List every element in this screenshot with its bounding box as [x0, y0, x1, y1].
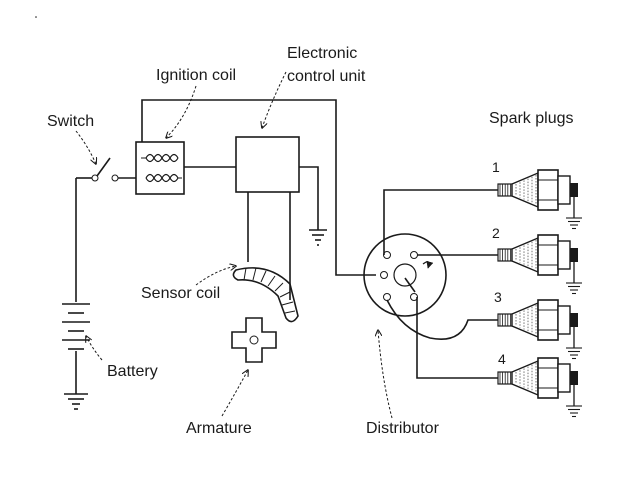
armature-label: Armature: [186, 420, 252, 437]
sensor-coil: [232, 267, 299, 323]
ignition-coil: [135, 141, 185, 195]
distributor-cap: [363, 233, 447, 317]
plug-wire-4: [416, 297, 498, 379]
spark-plug-4: [497, 357, 582, 418]
battery-label: Battery: [107, 363, 158, 380]
battery-pointer: [86, 336, 103, 361]
distributor-pointer: [378, 330, 393, 419]
distributor-label: Distributor: [366, 420, 440, 437]
ignition-coil-pointer: [166, 85, 197, 138]
ecu-label-line2: control unit: [287, 68, 366, 85]
spark-plug-3: [497, 299, 582, 360]
spark-plug-2: [497, 234, 582, 295]
plug-wire-1: [383, 189, 498, 255]
electronic-control-unit: [235, 136, 300, 193]
plug-wire-3: [386, 299, 498, 340]
sensor-coil-pointer: [195, 266, 236, 286]
armature: [231, 317, 277, 363]
sensor-coil-label: Sensor coil: [141, 285, 220, 302]
corner-dot: [35, 16, 37, 18]
ecu-label-line1: Electronic: [287, 45, 357, 62]
plug-number-1: 1: [492, 159, 500, 175]
plug-number-2: 2: [492, 225, 500, 241]
spark-plugs-label: Spark plugs: [489, 110, 574, 127]
spark-plug-1: [497, 169, 582, 230]
plug-number-3: 3: [494, 289, 502, 305]
switch-label: Switch: [47, 113, 94, 130]
battery-ground-icon: [64, 393, 88, 410]
ecu-ground-icon: [299, 166, 327, 246]
switch-pointer: [75, 130, 96, 164]
ecu-pointer: [262, 71, 287, 128]
plug-number-4: 4: [498, 351, 506, 367]
ignition-switch: [76, 157, 136, 182]
battery-symbol: [62, 178, 90, 394]
ht-lead-wire: [141, 99, 376, 276]
spark-plugs-group: [497, 169, 582, 418]
ignition-coil-label: Ignition coil: [156, 67, 236, 84]
armature-pointer: [221, 370, 248, 417]
